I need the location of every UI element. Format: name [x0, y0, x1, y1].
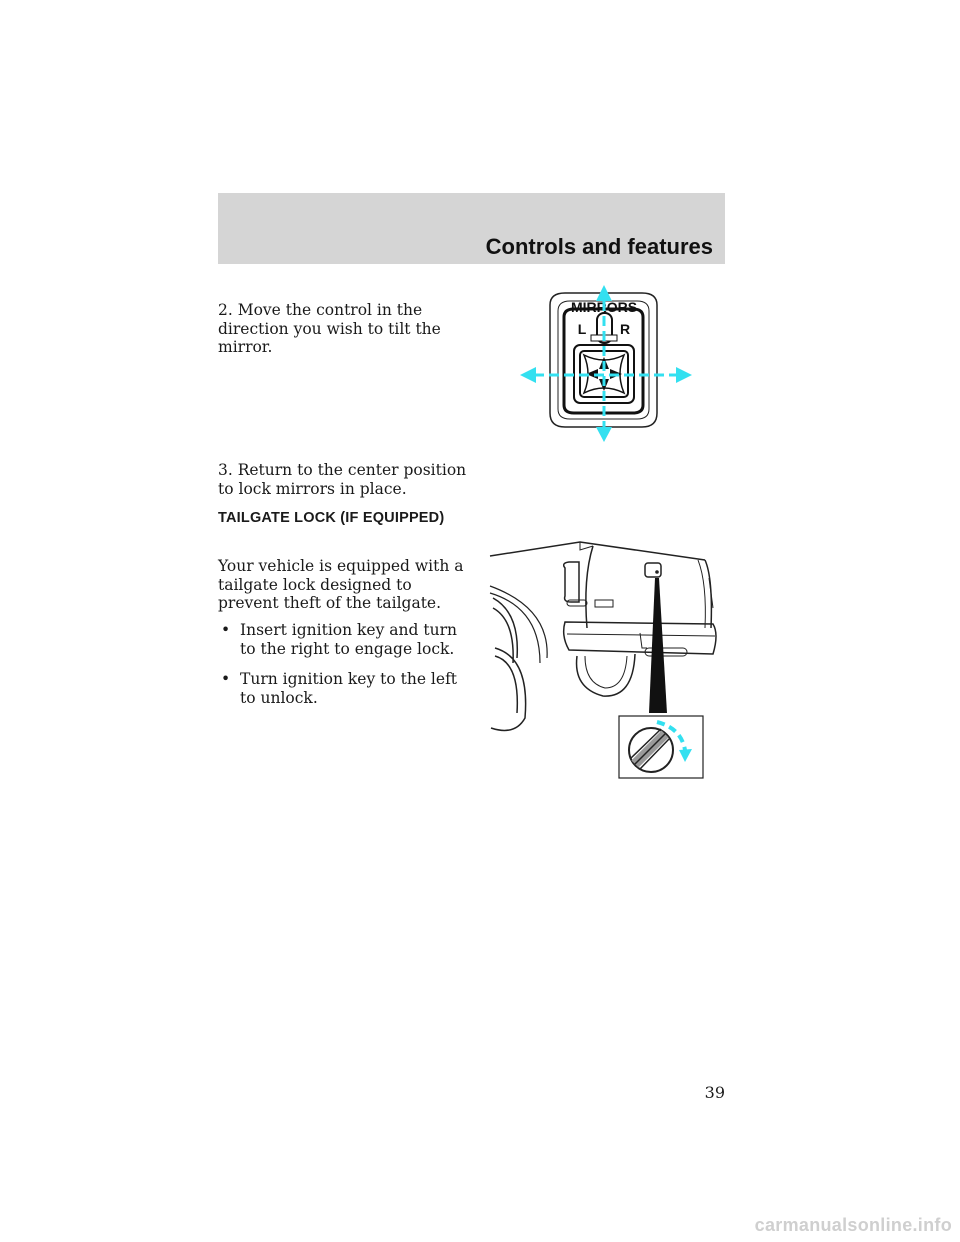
truck-tailgate-illustration [489, 541, 717, 779]
mirror-control-illustration: MIRRORS L R [520, 285, 692, 442]
step-3-text: 3. Return to the center position to lock… [218, 461, 467, 498]
section-header: Controls and features [218, 193, 725, 264]
step-2-text: 2. Move the control in the direction you… [218, 301, 441, 356]
list-item: •Insert ignition key and turn to the rig… [221, 621, 457, 658]
tailgate-lock-heading: TAILGATE LOCK (IF EQUIPPED) [218, 510, 445, 526]
tailgate-instructions-list: •Insert ignition key and turn to the rig… [218, 621, 468, 719]
watermark-text: carmanualsonline.info [754, 1215, 952, 1235]
list-item: •Turn ignition key to the left to unlock… [221, 670, 458, 707]
section-title: Controls and features [485, 234, 713, 259]
left-mirror-label: L [578, 321, 587, 337]
tailgate-intro-text: Your vehicle is equipped with a tailgate… [218, 557, 464, 612]
bullet-icon: • [221, 621, 231, 639]
right-mirror-label: R [620, 321, 630, 337]
bullet-icon: • [221, 670, 231, 688]
page-number: 39 [704, 1083, 725, 1102]
